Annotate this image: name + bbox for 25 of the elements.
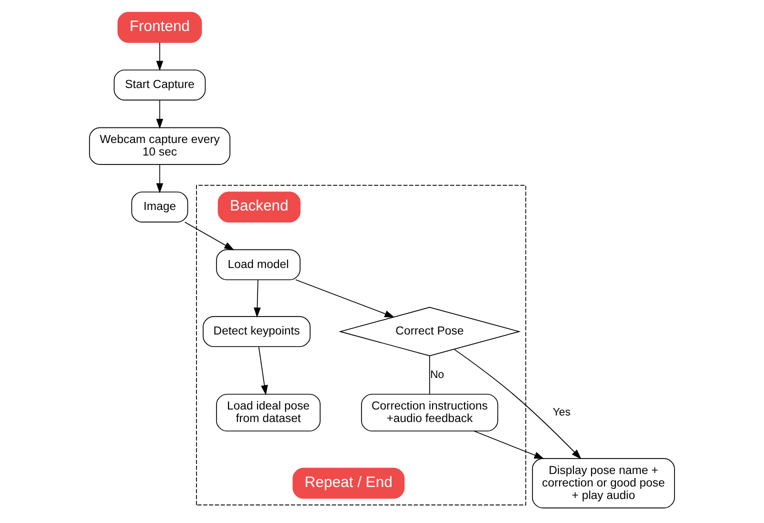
node-box: Display pose name + correction or good pose + play audio <box>532 458 675 508</box>
node-diamond: Correct Pose <box>338 306 521 356</box>
node-box: Start Capture <box>114 69 206 100</box>
arrow <box>184 221 234 250</box>
node-box: Detect keypoints <box>202 316 311 347</box>
node-box: Image <box>131 191 188 222</box>
arrow <box>156 99 164 128</box>
node-box: Backend <box>218 191 301 222</box>
arrow <box>258 346 268 395</box>
arrow <box>156 164 164 193</box>
node-box: Load model <box>216 248 301 280</box>
arrow <box>474 430 544 458</box>
cluster <box>196 184 526 505</box>
edge-label: No <box>430 368 444 380</box>
node-box: Correction instructions +audio feedback <box>361 393 498 431</box>
edge-label: Yes <box>552 406 571 418</box>
arrow <box>254 279 261 318</box>
node-box: Repeat / End <box>292 467 405 498</box>
arrow <box>295 278 395 317</box>
arrow <box>156 42 164 70</box>
node-box: Load ideal pose from dataset <box>216 393 321 431</box>
node-box: Webcam capture every 10 sec <box>89 126 230 164</box>
arrow <box>454 348 582 459</box>
node-box: Frontend <box>118 11 202 42</box>
connector <box>429 355 430 394</box>
